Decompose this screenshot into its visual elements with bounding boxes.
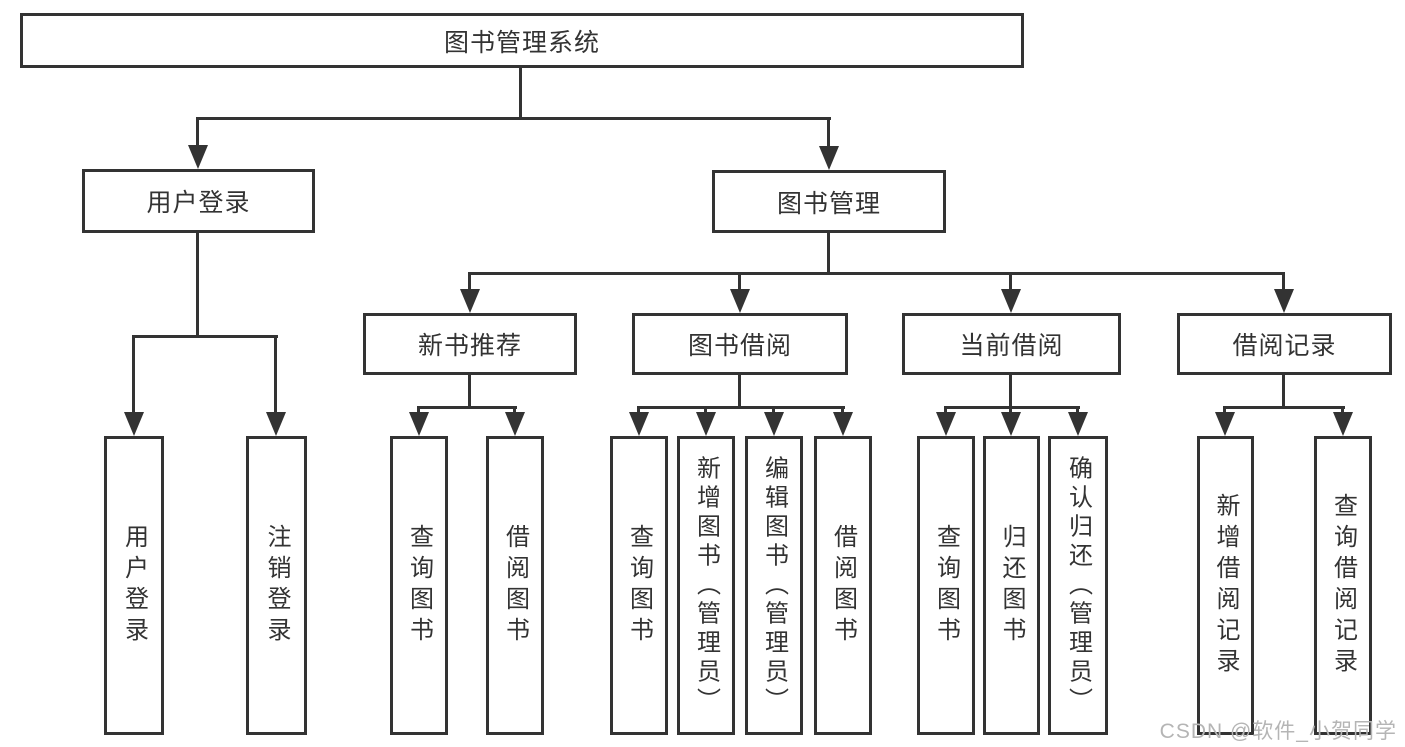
connector-arrow-shaft — [944, 407, 947, 415]
arrow-down-icon — [505, 412, 525, 436]
connector-arrow-shaft — [637, 407, 640, 415]
leaf-add-book-admin: 新增图书（管理员） — [677, 436, 735, 735]
leaf-label: 查询图书 — [625, 523, 653, 648]
leaf-label: 查询借阅记录 — [1329, 492, 1357, 679]
node-new-book-recommend: 新书推荐 — [363, 313, 577, 375]
connector-borrowrecords-vertical — [1282, 375, 1285, 409]
connector-arrow-shaft — [704, 407, 707, 415]
connector-bookborrow-vertical — [738, 375, 741, 409]
connector-arrow-shaft — [468, 273, 471, 293]
leaf-label: 新增借阅记录 — [1212, 492, 1239, 679]
watermark: CSDN @软件_小贺同学 — [1159, 720, 1397, 743]
leaf-query-books-2: 查询图书 — [610, 436, 668, 735]
arrow-down-icon — [124, 412, 144, 436]
leaf-label: 编辑图书（管理员） — [760, 455, 788, 716]
connector-arrow-shaft — [1223, 407, 1226, 415]
connector-arrow-shaft — [1282, 273, 1285, 293]
connector-arrow-shaft — [1341, 407, 1344, 415]
leaf-label: 新增图书（管理员） — [692, 455, 720, 716]
node-label: 借阅记录 — [1232, 332, 1337, 360]
leaf-label: 借阅图书 — [501, 523, 529, 648]
arrow-down-icon — [188, 145, 208, 169]
leaf-query-books-3: 查询图书 — [917, 436, 975, 735]
connector-arrow-shaft — [274, 336, 277, 414]
connector-root-horizontal — [197, 117, 831, 120]
node-label: 图书借阅 — [687, 332, 792, 360]
connector-arrow-shaft — [1009, 273, 1012, 293]
arrow-down-icon — [936, 412, 956, 436]
leaf-user-login: 用户登录 — [104, 436, 164, 735]
leaf-label: 查询图书 — [932, 523, 960, 648]
arrow-down-icon — [1001, 412, 1021, 436]
connector-currentborrow-vertical — [1009, 375, 1012, 409]
arrow-down-icon — [409, 412, 429, 436]
leaf-query-books-1: 查询图书 — [390, 436, 448, 735]
leaf-return-book: 归还图书 — [983, 436, 1040, 735]
connector-arrow-shaft — [196, 117, 199, 148]
node-current-borrow: 当前借阅 — [902, 313, 1121, 375]
connector-user-login-vertical — [196, 233, 199, 338]
leaf-label: 查询图书 — [405, 523, 433, 648]
leaf-borrow-books-1: 借阅图书 — [486, 436, 544, 735]
arrow-down-icon — [460, 289, 480, 313]
connector-newbook-vertical — [468, 375, 471, 409]
node-borrow-records: 借阅记录 — [1177, 313, 1392, 375]
connector-newbook-horizontal — [417, 406, 517, 409]
leaf-add-borrow-record: 新增借阅记录 — [1197, 436, 1254, 735]
arrow-down-icon — [266, 412, 286, 436]
arrow-down-icon — [819, 146, 839, 170]
connector-arrow-shaft — [738, 273, 741, 293]
connector-arrow-shaft — [417, 407, 420, 415]
node-user-login: 用户登录 — [82, 169, 315, 233]
leaf-borrow-books-2: 借阅图书 — [814, 436, 872, 735]
arrow-down-icon — [1001, 289, 1021, 313]
connector-arrow-shaft — [827, 117, 830, 149]
leaf-query-borrow-record: 查询借阅记录 — [1314, 436, 1372, 735]
node-label: 新书推荐 — [417, 332, 522, 360]
arrow-down-icon — [764, 412, 784, 436]
node-book-management: 图书管理 — [712, 170, 946, 233]
leaf-label: 确认归还（管理员） — [1064, 455, 1092, 716]
node-label: 图书管理 — [776, 189, 881, 218]
connector-book-mgmt-horizontal — [468, 272, 1285, 275]
connector-book-mgmt-vertical — [827, 233, 830, 275]
leaf-label: 用户登录 — [120, 523, 148, 648]
arrow-down-icon — [1274, 289, 1294, 313]
connector-root-vertical — [519, 68, 522, 120]
connector-borrowrecords-horizontal — [1223, 406, 1345, 409]
connector-arrow-shaft — [1009, 407, 1012, 415]
connector-arrow-shaft — [1076, 407, 1079, 415]
connector-currentborrow-horizontal — [944, 406, 1080, 409]
connector-arrow-shaft — [513, 407, 516, 415]
leaf-edit-book-admin: 编辑图书（管理员） — [745, 436, 803, 735]
leaf-label: 借阅图书 — [829, 523, 857, 648]
node-book-borrow: 图书借阅 — [632, 313, 848, 375]
arrow-down-icon — [1068, 412, 1088, 436]
leaf-logout: 注销登录 — [246, 436, 307, 735]
connector-bookborrow-horizontal — [637, 406, 845, 409]
node-label: 用户登录 — [146, 189, 251, 217]
connector-user-login-horizontal — [132, 335, 278, 338]
connector-arrow-shaft — [772, 407, 775, 415]
leaf-confirm-return-admin: 确认归还（管理员） — [1048, 436, 1108, 735]
arrow-down-icon — [730, 289, 750, 313]
node-library-system: 图书管理系统 — [20, 13, 1024, 68]
arrow-down-icon — [696, 412, 716, 436]
node-label: 图书管理系统 — [443, 28, 600, 57]
node-label: 当前借阅 — [959, 332, 1064, 360]
arrow-down-icon — [1215, 412, 1235, 436]
arrow-down-icon — [833, 412, 853, 436]
leaf-label: 注销登录 — [263, 523, 290, 648]
arrow-down-icon — [1333, 412, 1353, 436]
connector-arrow-shaft — [132, 336, 135, 414]
leaf-label: 归还图书 — [998, 523, 1025, 648]
connector-arrow-shaft — [841, 407, 844, 415]
arrow-down-icon — [629, 412, 649, 436]
